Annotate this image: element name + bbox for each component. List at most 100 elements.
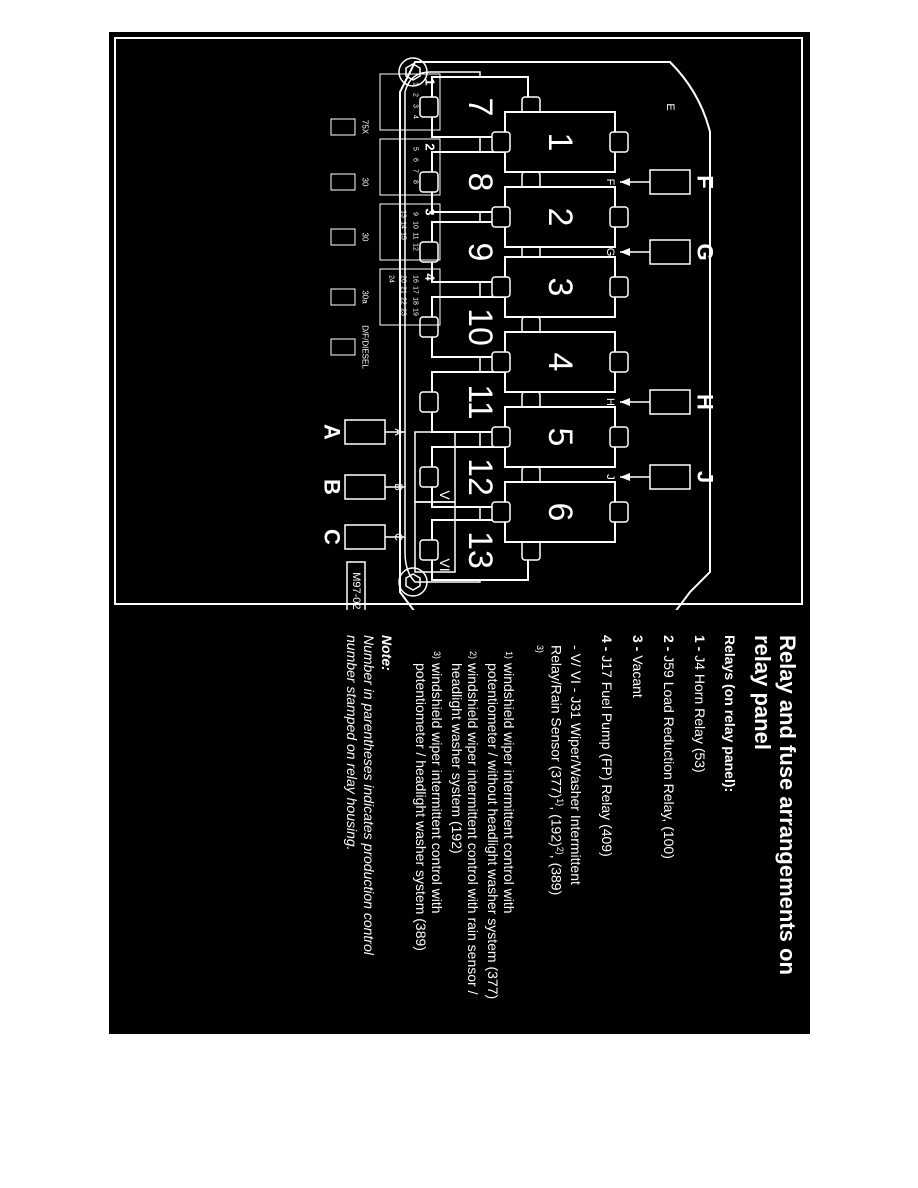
wiper-mid: , (192) [548,806,565,847]
fuse-tab [419,466,439,488]
relay-tab [609,276,629,298]
wiper-end: , (389) [548,854,565,896]
relay-row-outline [404,71,481,583]
pin-number: 21 [400,286,407,294]
pin-label-G: G [604,248,616,257]
terminal-post [330,288,356,306]
relay-item-1: 1 - J4 Horn Relay (53) [691,635,708,1000]
relay-tab [491,206,511,228]
pin-number: 11 [412,232,419,239]
fuse-tab [419,316,439,338]
relay-number-3: 3 [541,278,579,297]
terminal-post [330,173,356,191]
relay-item-text: J17 Fuel Pump (FP) Relay (409) [599,655,615,857]
relay-item-3: 3 - Vacant [629,635,646,1000]
pin-number: 9 [412,212,419,216]
mount-nut [405,63,421,81]
pin-number: 19 [412,308,419,316]
relay-number-2: 2 [541,208,579,227]
relay-tab [609,501,629,523]
label-E: E [664,103,676,110]
connector-B [344,474,386,500]
minor-slot-number-2: 2 [423,143,438,150]
note-heading: Note: [378,635,395,671]
pin-number: 18 [412,297,419,305]
terminal-label: 75X [361,120,370,135]
connector-label-C: C [320,529,345,545]
relay-tab [609,351,629,373]
footnote-text: windshield wiper intermittent control wi… [448,663,481,995]
arrow-icon [620,473,630,481]
connector-label-F: F [693,175,718,188]
connector-label-J: J [693,471,718,483]
wiper-sup3: 3) [535,645,546,654]
fuse-number-10: 10 [461,308,499,346]
footnote-1: 1)windshield wiper intermittent control … [485,635,517,1000]
footnote-mark: 2) [467,650,478,659]
wiper-relay-item: - V/ VI - J31 Wiper/Washer Intermittent … [529,645,584,1000]
pin-number: 12 [412,243,419,251]
pin-number: 13 [400,210,407,218]
terminal-label: 30a [361,290,370,304]
pin-number: 8 [412,180,419,184]
relay-number-6: 6 [541,503,579,522]
relay-tab [491,426,511,448]
fuse-tab [419,171,439,193]
relay-number-5: 5 [541,428,579,447]
minor-slot-number-4: 4 [423,273,438,281]
pin-number: 1 [412,82,419,86]
relay-tab [609,426,629,448]
footnote-mark: 1) [503,650,514,659]
pin-number: 14 [400,221,407,229]
relay-tab [491,501,511,523]
pin-number: 10 [412,221,419,229]
minor-slot-number-3: 3 [423,208,438,215]
wiper-line1: J31 Wiper/Washer Intermittent [568,696,584,885]
connector-G [649,239,691,265]
footnote-text: windshield wiper intermittent control wi… [412,663,445,951]
connector-label-G: G [693,243,718,260]
fuse-tab [419,241,439,263]
minor-slot-number-1: 1 [423,78,438,85]
pin-number: 22 [400,297,407,305]
relay-tab [491,131,511,153]
wiper-slot-VI [414,501,456,573]
connector-J [649,464,691,490]
pin-label-B: B [392,483,404,490]
relay-item-2: 2 - J59 Load Reduction Relay, (100) [660,635,677,1000]
pin-number: 7 [412,169,419,173]
connector-C [344,524,386,550]
terminal-post [330,118,356,136]
connector-label-B: B [320,479,345,495]
terminal-post [330,228,356,246]
relay-tab [609,131,629,153]
mount-nut [405,573,421,591]
connector-F [649,169,691,195]
terminal-post [330,338,356,356]
arrow-icon [620,178,630,186]
wiper-sup2: 2) [555,846,565,855]
fuse-tab [419,391,439,413]
mount-screw [398,567,428,597]
relay-item-num: 4 - [599,635,615,652]
text-panel: Relay and fuse arrangements on relay pan… [109,615,810,1034]
diagram-border [114,37,803,605]
fuse-number-12: 12 [461,458,499,496]
fuse-tab [419,96,439,118]
pin-label-F: F [604,179,616,186]
pin-number: 2 [412,93,419,97]
relay-number-4: 4 [541,353,579,372]
relay-item-4: 4 - J17 Fuel Pump (FP) Relay (409) [598,635,615,1000]
arrow-icon [620,398,630,406]
fuse-number-11: 11 [461,384,499,419]
pin-number: 5 [412,147,419,151]
relays-subtitle: Relays (on relay panel): [722,635,738,793]
pin-number: 4 [412,115,419,119]
pin-number: 16 [412,275,419,283]
pin-number: 23 [400,308,407,316]
relay-item-num: 1 - [692,635,708,652]
connector-label-H: H [693,394,718,410]
